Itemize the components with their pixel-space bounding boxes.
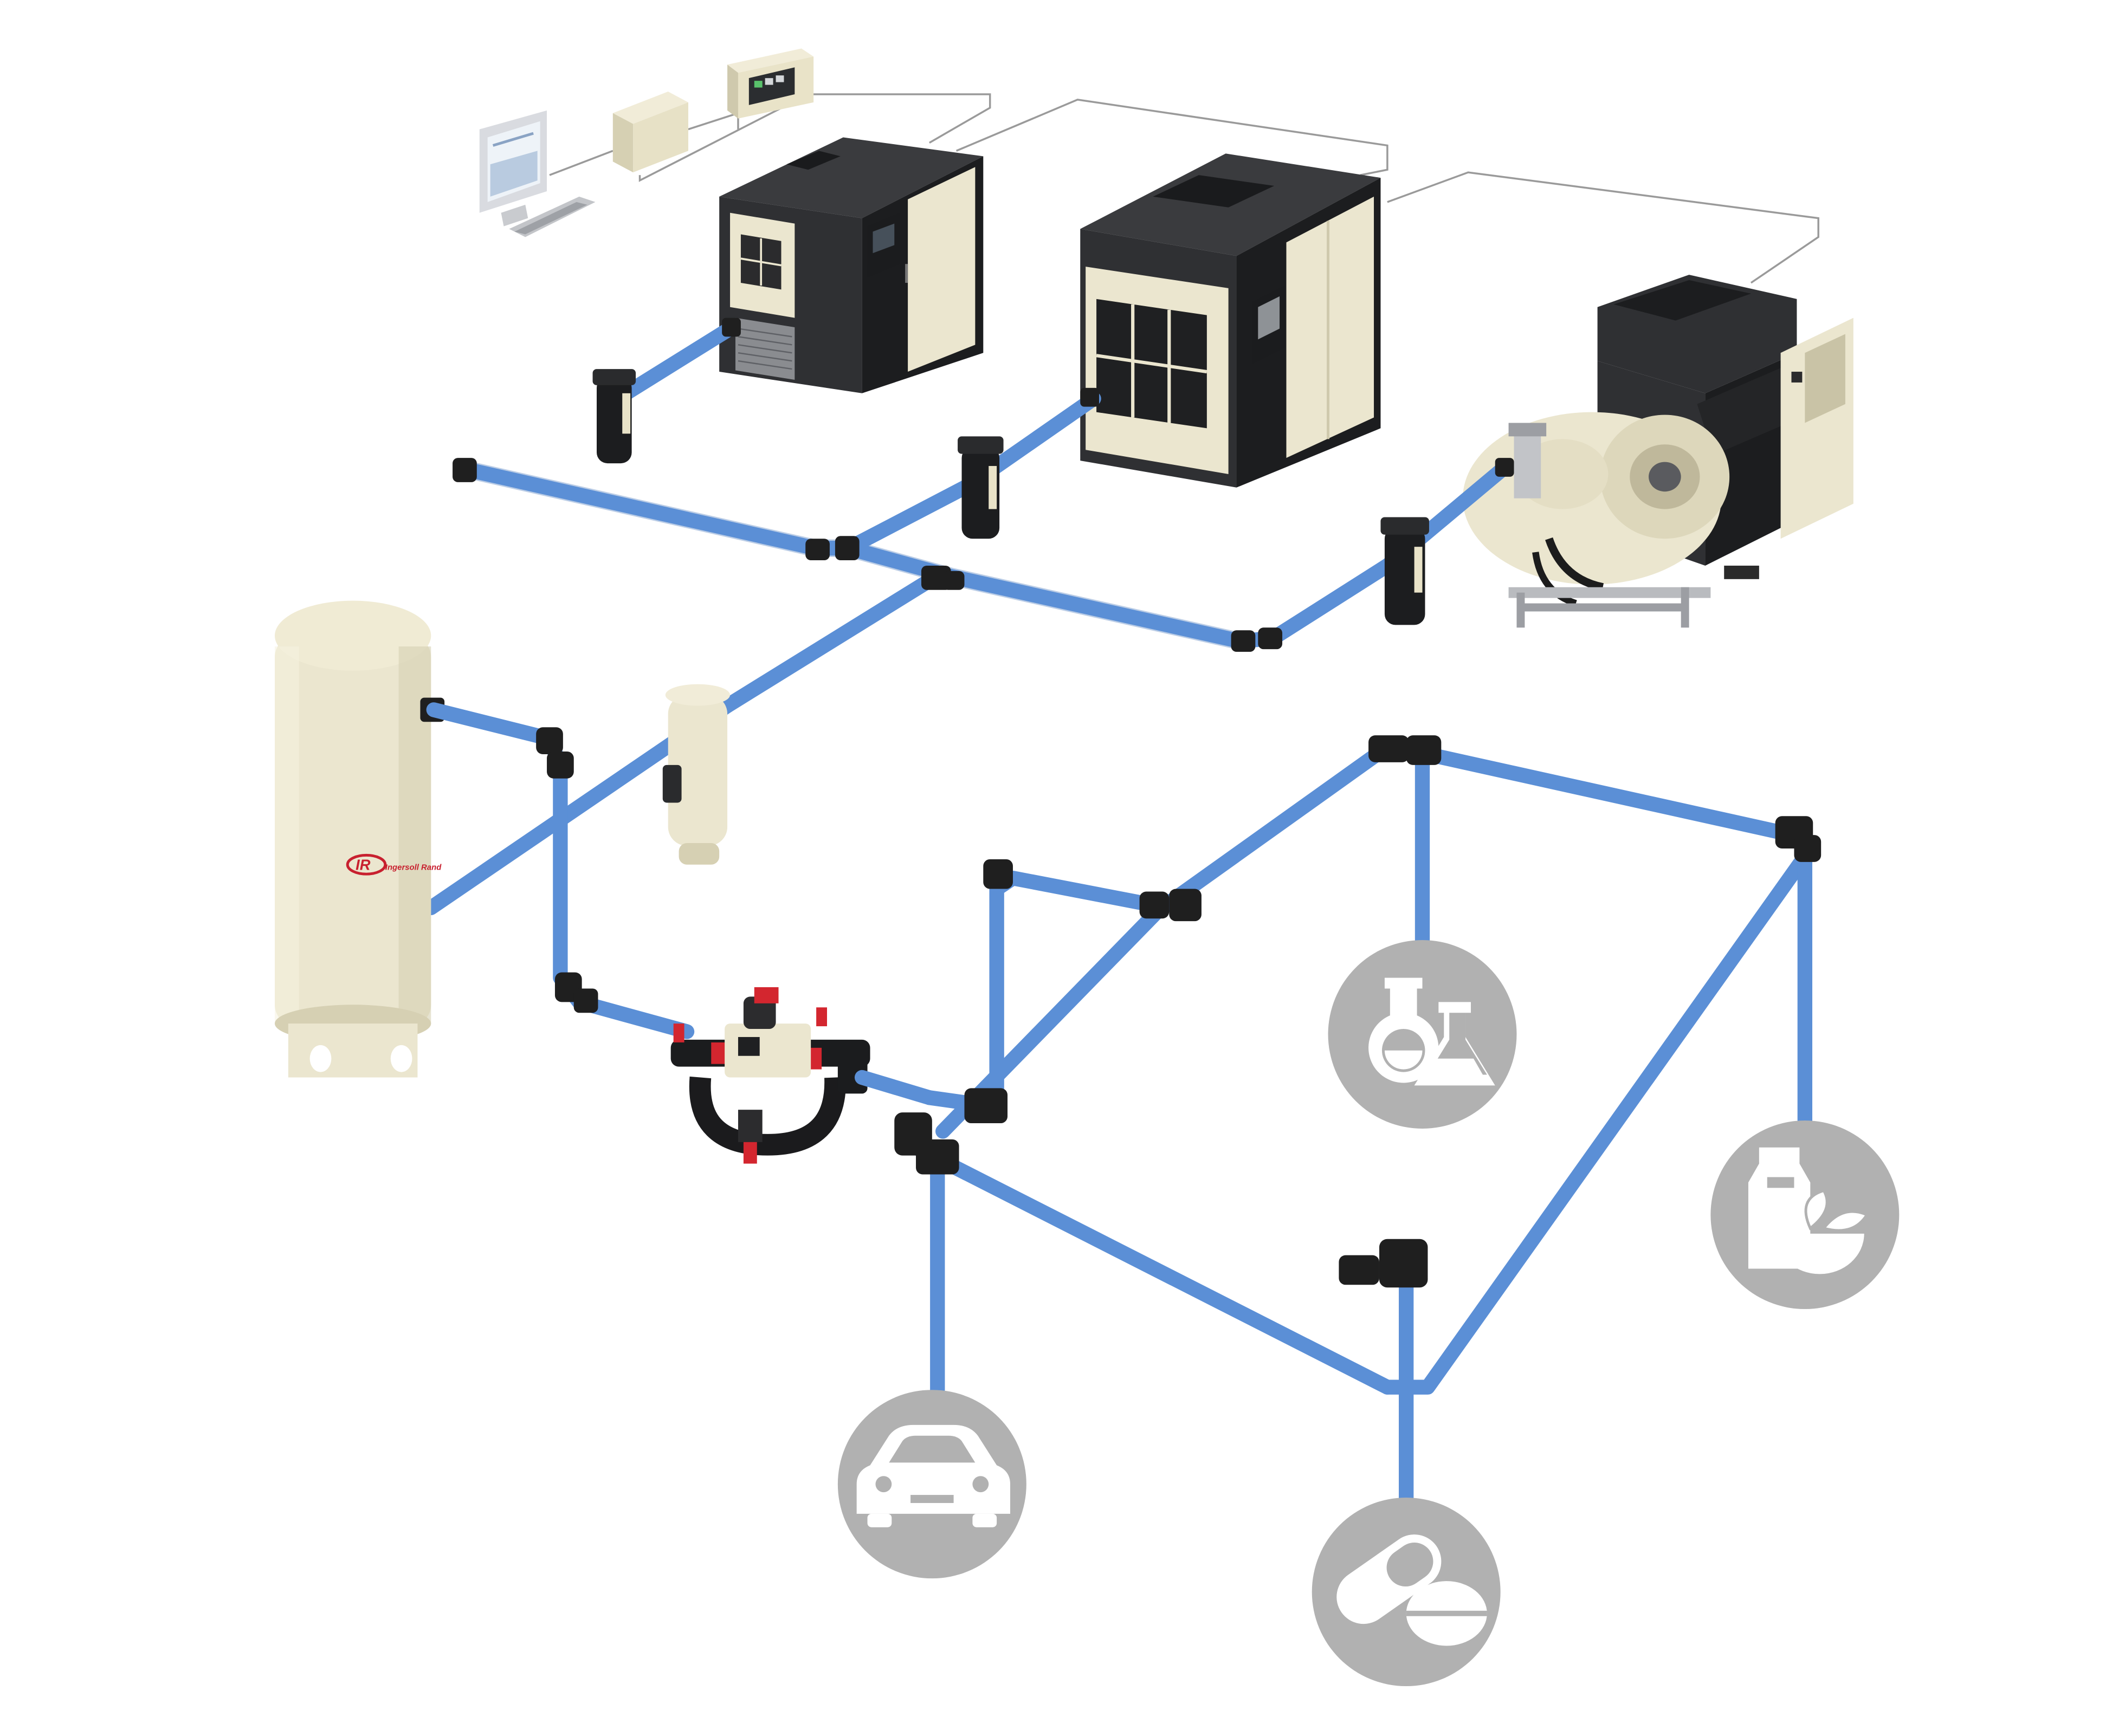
control-network-wires	[549, 93, 1819, 284]
food-beverage-icon	[1710, 1120, 1900, 1310]
display-control-panel	[727, 48, 814, 119]
compressor-filter-2	[958, 436, 1004, 539]
air-dryer	[662, 684, 731, 865]
system-controller-box	[612, 92, 689, 173]
compressor-filter-3	[1380, 517, 1429, 625]
brand-logo-mark: IR	[356, 857, 371, 873]
pipe-fittings	[453, 318, 1822, 1288]
compressor-filter-1	[592, 369, 636, 464]
car-icon	[837, 1390, 1026, 1579]
laboratory-flasks-icon	[1328, 940, 1517, 1129]
air-receiver-tank: IR Ingersoll Rand	[275, 600, 445, 1078]
pill-capsule-icon	[1312, 1498, 1501, 1687]
centrifugal-compressor	[1463, 275, 1853, 628]
brand-logo-text: Ingersoll Rand	[385, 864, 442, 872]
ir-brand-logo: IR Ingersoll Rand	[346, 853, 442, 876]
rotary-screw-compressor-2	[1080, 153, 1381, 488]
flow-control-valve-assembly	[670, 987, 870, 1164]
monitoring-computer	[479, 110, 596, 237]
rotary-screw-compressor-1	[719, 137, 984, 393]
